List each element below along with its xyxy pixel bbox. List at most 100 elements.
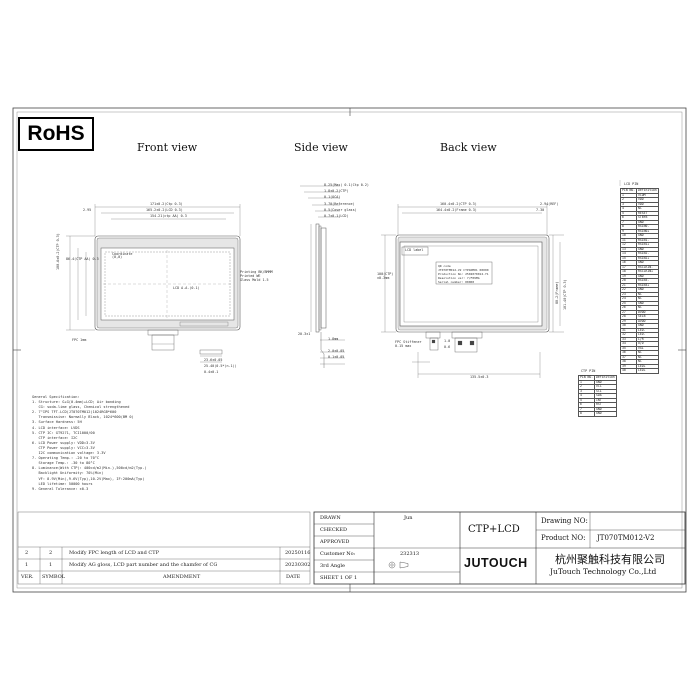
side-t1: 1.8±0.2(CTP) bbox=[324, 189, 349, 193]
back-right-offset: 7.30 bbox=[536, 208, 545, 212]
side-b2: 2.0±0.05 bbox=[328, 349, 345, 353]
front-left-offset: 2.95 bbox=[83, 208, 92, 212]
side-cover-glass bbox=[315, 223, 320, 333]
sheet-label: SHEET 1 OF 1 bbox=[320, 575, 358, 581]
back-right-height-1: 101.40(CTP 0.3) bbox=[563, 279, 567, 310]
back-bottom-width: 135.5±0.3 bbox=[470, 375, 489, 379]
front-fpc-dim-3: 0.4±0.1 bbox=[204, 370, 219, 374]
spec-line: LED lifetime: 50000 hours bbox=[32, 481, 93, 486]
back-conn-a: 1.0 bbox=[444, 339, 451, 343]
front-aa-height: 86.4(CTP AA) 0.3 bbox=[66, 257, 99, 261]
side-t5: 0.7±0.1(LCD) bbox=[324, 214, 349, 218]
spec-line: Backlight Uniformity: 70%(Min) bbox=[32, 471, 104, 476]
amendment-header: VER. SYMBOL AMENDMENT DATE bbox=[18, 571, 308, 582]
customer-label: Customer No: bbox=[320, 551, 356, 557]
amend-header-ver: VER. bbox=[21, 574, 34, 580]
back-sticker bbox=[435, 261, 493, 285]
front-view-title: Front view bbox=[137, 141, 198, 154]
amend-header-symbol: SYMBOL bbox=[42, 574, 66, 580]
spec-line: 5. CTP IC: GT9271, TCI1000/00 bbox=[32, 430, 95, 435]
amendment-row: 1 1 Modify AG gloss, LCD part number and… bbox=[18, 559, 311, 570]
spec-line: 9. General Tolerance: ±0.3 bbox=[32, 486, 89, 491]
product-type: CTP+LCD bbox=[468, 524, 520, 535]
side-b4: 20.3±1 bbox=[298, 332, 311, 336]
company-name-en: JuTouch Technology Co.,Ltd bbox=[550, 567, 657, 576]
spec-line: 4. LCD interface: LVDS bbox=[32, 425, 80, 430]
amend-ver: 1 bbox=[25, 562, 29, 568]
front-bezel-width: 165.2±0.2(LCD 0.3) bbox=[146, 208, 183, 212]
ctp-pin-definition: GND bbox=[594, 411, 617, 417]
spec-line: 6. LCD Power supply: VDD=3.3V bbox=[32, 440, 95, 445]
back-sticker-text: QR code JT070TM012-V2 CTP1NM01 00000 Pro… bbox=[438, 264, 489, 284]
amend-text: Modify AG gloss, LCD part number and the… bbox=[69, 562, 218, 568]
back-inner-width: 164.4±0.2(Frame 0.3) bbox=[436, 208, 477, 212]
spec-line: CTP interface: I2C bbox=[32, 435, 78, 440]
lcd-pin-definition: LED+ bbox=[636, 368, 659, 374]
side-view bbox=[300, 185, 345, 368]
front-coordinate: Coordinate (0,0) bbox=[112, 252, 133, 260]
amend-date: 20230302 bbox=[285, 562, 311, 568]
amend-header-amendment: AMENDMENT bbox=[163, 574, 201, 580]
drawn-label: DRAWN bbox=[320, 515, 341, 521]
lcd-pin-number: 40 bbox=[619, 368, 638, 374]
company-name-cn: 杭州聚触科技有限公司 bbox=[555, 553, 665, 566]
spec-line: VF: 8.9V(Min),9.6V(Typ),10.2V(Max), IF:2… bbox=[32, 476, 145, 481]
spec-line: 3. Surface Hardness: 5H bbox=[32, 420, 82, 425]
front-lcd-aa: LCD A.A.(0.1) bbox=[173, 286, 200, 290]
spec-line: 2. 7"IPS TFT-LCD(JT070TM012)1024RGB*600 bbox=[32, 410, 117, 415]
side-t3: 3.70(Reference) bbox=[324, 202, 355, 206]
side-t4: 0.5(Cover glass) bbox=[324, 208, 357, 212]
front-fpc-note: FPC 1mm bbox=[72, 338, 87, 342]
side-b1: 1.8mm bbox=[328, 337, 339, 341]
back-left-dim: 100(CTP) ±0.3mm bbox=[377, 272, 394, 281]
back-conn-b: 0.6 bbox=[444, 345, 451, 349]
amendment-row: 2 2 Modify FPC length of LCD and CTP 202… bbox=[18, 547, 311, 558]
back-view bbox=[381, 204, 564, 378]
amend-header-date: DATE bbox=[286, 574, 301, 580]
ctp-pin-number: 8 bbox=[577, 411, 596, 417]
jutouch-logo: JUTOUCH bbox=[464, 556, 528, 570]
back-lcd-label-text: LCD label bbox=[405, 248, 424, 252]
spec-line: 8. Luminance(With CTP): 400cd/m2(Min.),5… bbox=[32, 466, 147, 471]
amend-date: 20250116 bbox=[285, 550, 311, 556]
spec-line: 7. Operating Temp.: -20 to 70°C bbox=[32, 456, 100, 461]
side-t2: 0.1(OCA) bbox=[324, 195, 341, 199]
front-fpc-dim-2: 25.40(0.5*(n-1)) bbox=[204, 364, 237, 368]
side-b3: 0.1±0.05 bbox=[328, 355, 345, 359]
front-view bbox=[66, 204, 241, 363]
product-no-value: JT070TM012-V2 bbox=[597, 534, 655, 542]
spec-line: Transmissive: Normally Black, 1024*600(B… bbox=[32, 415, 134, 420]
ctp-pin-title: CTP PIN bbox=[581, 369, 596, 373]
spec-line: I2C communication voltage: 3.3V bbox=[32, 451, 106, 456]
rohs-logo: RoHS bbox=[18, 117, 94, 151]
title-block bbox=[313, 511, 686, 585]
general-specification: General Specification: 1. Structure: G+G… bbox=[32, 395, 272, 492]
spec-title: General Specification: bbox=[32, 395, 80, 399]
spec-line: CG: soda-lime glass, Chemical strengthen… bbox=[32, 405, 130, 410]
amend-text: Modify FPC length of LCD and CTP bbox=[69, 550, 159, 556]
back-right-height-2: 80.2(Frame) bbox=[555, 281, 559, 304]
front-fpc bbox=[151, 334, 175, 351]
side-view-title: Side view bbox=[294, 141, 348, 154]
amendment-table bbox=[17, 511, 311, 585]
angle-label: 3rd Angle bbox=[320, 563, 345, 569]
front-fpc-dim-1: 23.6±0.05 bbox=[204, 358, 223, 362]
front-outer-width: 171±0.2(Ctp 0.3) bbox=[150, 202, 183, 206]
side-total-thickness: 8.25(Max) 0.1(Ctp 0.2) bbox=[324, 183, 369, 187]
amend-symbol: 1 bbox=[49, 562, 53, 568]
side-lcd bbox=[320, 227, 327, 329]
front-outer-height: 100.6±0.2(CTP 0.3) bbox=[56, 233, 60, 270]
spec-line: CTP Power supply: VCC=3.3V bbox=[32, 445, 95, 450]
amend-ver: 2 bbox=[25, 550, 29, 556]
front-aa-width: 154.21(ctp AA) 0.3 bbox=[150, 214, 187, 218]
back-label-width: 2.94(REF) bbox=[540, 202, 559, 206]
customer-value: 232313 bbox=[400, 551, 420, 557]
checked-label: CHECKED bbox=[320, 527, 348, 533]
back-fpc-ctp bbox=[429, 337, 439, 351]
product-no-label: Product NO: bbox=[541, 534, 586, 542]
